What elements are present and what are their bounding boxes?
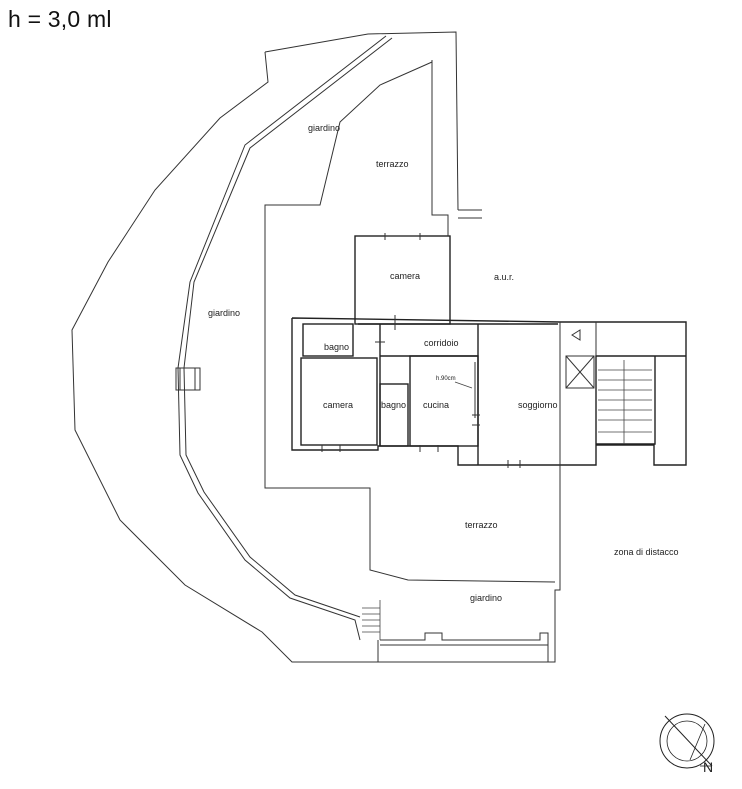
label-camera-upper: camera: [390, 271, 420, 281]
label-terrazzo-top: terrazzo: [376, 159, 409, 169]
label-soggiorno: soggiorno: [518, 400, 558, 410]
label-bagno-small: bagno: [381, 400, 406, 410]
lower-garden-wall: [380, 632, 549, 662]
garden-inner-wall-a: [177, 35, 387, 641]
label-aur: a.u.r.: [494, 272, 514, 282]
compass-icon: N: [659, 713, 715, 775]
lower-terrace-right: [378, 465, 561, 663]
label-giardino-top: giardino: [308, 123, 340, 133]
compass-north-label: N: [703, 759, 713, 775]
garden-boundary-outer: [71, 51, 379, 663]
label-giardino-bottom: giardino: [470, 593, 502, 603]
height-label: h = 3,0 ml: [8, 6, 112, 32]
bagno-small-walls: [379, 383, 409, 447]
garden-inner-wall-b: [183, 37, 393, 618]
label-bagno-left: bagno: [324, 342, 349, 352]
bagno-left-walls: [302, 323, 354, 357]
label-terrazzo-bottom: terrazzo: [465, 520, 498, 530]
label-camera-lower: camera: [323, 400, 353, 410]
label-giardino-left: giardino: [208, 308, 240, 318]
label-corridoio: corridoio: [424, 338, 459, 348]
garden-gate: [175, 367, 201, 391]
label-zona-distacco: zona di distacco: [614, 547, 679, 557]
upper-terrace-outline: [431, 60, 449, 236]
apartment-outer-walls: [291, 317, 687, 466]
lower-steps: [362, 600, 381, 640]
garden-boundary-top: [264, 31, 459, 211]
label-cucina: cucina: [423, 400, 449, 410]
elevator-shaft: [565, 355, 595, 389]
upper-terrace-left: [264, 61, 556, 583]
label-h90: h.90cm: [436, 376, 456, 382]
stairs: [598, 360, 652, 444]
camera-lower-walls: [300, 357, 378, 446]
